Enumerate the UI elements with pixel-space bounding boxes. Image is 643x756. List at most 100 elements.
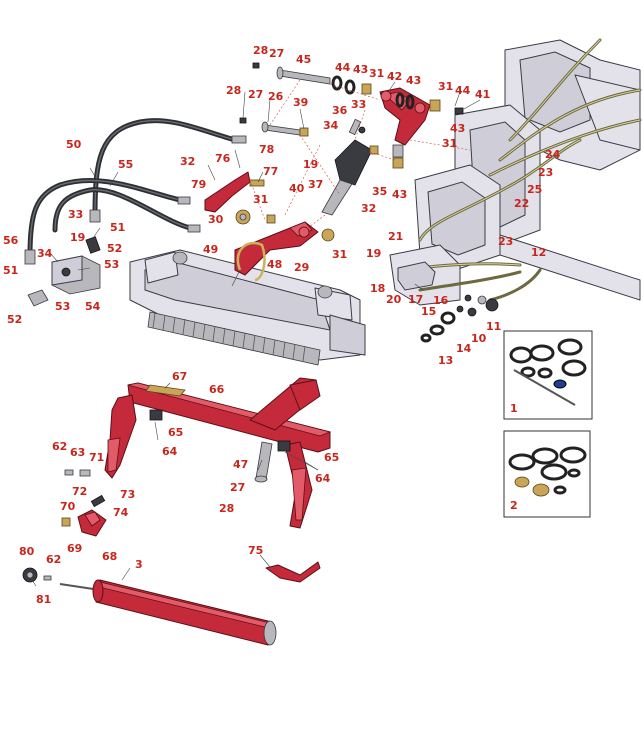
callout: 70 [60, 500, 76, 513]
callout: 73 [120, 488, 135, 501]
callout: 52 [7, 313, 22, 326]
callout: 53 [104, 258, 119, 271]
callout: 11 [486, 320, 501, 333]
callout: 31 [442, 137, 457, 150]
callout: 62 [52, 440, 67, 453]
lift-cylinder [321, 118, 373, 216]
callout: 65 [324, 451, 339, 464]
hydraulic-hoses [24, 118, 247, 265]
callout: 12 [531, 246, 546, 259]
callout: 23 [538, 166, 553, 179]
callout: 29 [294, 261, 309, 274]
valve-fittings [397, 261, 499, 343]
seal-kit-2 [503, 430, 591, 518]
callout: 69 [67, 542, 82, 555]
callout: 17 [408, 293, 423, 306]
callout: 76 [215, 152, 231, 165]
callout: 19 [70, 231, 85, 244]
callout: 55 [118, 158, 133, 171]
callout: 15 [421, 305, 436, 318]
callout: 65 [168, 426, 183, 439]
callout: 20 [386, 293, 402, 306]
callout: 67 [172, 370, 187, 383]
callout: 79 [191, 178, 206, 191]
callout: 72 [72, 485, 87, 498]
callout: 23 [498, 235, 513, 248]
callout: 44 [455, 84, 471, 97]
callout: 81 [36, 593, 51, 606]
carrier-frame [104, 377, 332, 529]
callout: 56 [3, 234, 19, 247]
hydraulic-motor [27, 236, 101, 307]
callout: 63 [70, 446, 85, 459]
cutting-unit [129, 249, 366, 361]
callout: 21 [388, 230, 403, 243]
callout: 41 [475, 88, 490, 101]
callout: 16 [433, 294, 449, 307]
callout: 52 [107, 242, 122, 255]
callout: 32 [180, 155, 195, 168]
callout: 78 [259, 143, 274, 156]
lift-arm-lower [234, 221, 335, 282]
callout: 27 [248, 88, 263, 101]
callout: 47 [233, 458, 248, 471]
callout: 28 [226, 84, 241, 97]
callout: 43 [353, 63, 368, 76]
callout: 14 [456, 342, 472, 355]
callout: 13 [438, 354, 453, 367]
roller [22, 567, 277, 646]
callout: 22 [514, 197, 529, 210]
carrier-hardware [61, 409, 321, 583]
callout: 66 [209, 383, 225, 396]
hydraulic-tubes [403, 38, 642, 302]
callout: 36 [332, 104, 348, 117]
callout: 51 [110, 221, 125, 234]
callout: 80 [19, 545, 35, 558]
callout: 40 [289, 182, 305, 195]
callout: 45 [296, 53, 311, 66]
callout: 24 [545, 148, 561, 161]
callout: 31 [369, 67, 384, 80]
callout: 43 [392, 188, 407, 201]
callout: 77 [263, 165, 278, 178]
callout: 33 [351, 98, 366, 111]
callout: 68 [102, 550, 117, 563]
callout: 19 [303, 158, 318, 171]
callout: 54 [85, 300, 101, 313]
callout: 71 [89, 451, 104, 464]
callout: 26 [268, 90, 284, 103]
callout: 31 [253, 193, 268, 206]
callout: 10 [471, 332, 487, 345]
callout: 50 [66, 138, 82, 151]
seal-kit-1 [503, 330, 593, 420]
callout: 28 [219, 502, 234, 515]
callout: 43 [406, 74, 421, 87]
kit-label-1: 1 [510, 402, 518, 415]
callout: 64 [162, 445, 178, 458]
bracket-small [204, 171, 276, 225]
callout: 30 [208, 213, 224, 226]
callout: 25 [527, 183, 542, 196]
callout: 64 [315, 472, 331, 485]
callout: 27 [269, 47, 284, 60]
callout: 39 [293, 96, 308, 109]
callout: 74 [113, 506, 129, 519]
callout: 42 [387, 70, 402, 83]
traction-frame [389, 39, 641, 306]
callout: 75 [248, 544, 263, 557]
callout: 18 [370, 282, 385, 295]
callout: 34 [37, 247, 53, 260]
callout-labels: 28 27 45 44 43 31 42 43 31 44 41 28 27 2… [3, 44, 561, 606]
callout: 49 [203, 243, 218, 256]
callout: 48 [267, 258, 282, 271]
callout: 51 [3, 264, 18, 277]
callout: 31 [332, 248, 347, 261]
callout: 27 [230, 481, 245, 494]
leader-lines [31, 81, 481, 587]
callout: 32 [361, 202, 376, 215]
callout: 31 [438, 80, 453, 93]
reel [147, 311, 321, 366]
alignment-lines [249, 79, 471, 231]
